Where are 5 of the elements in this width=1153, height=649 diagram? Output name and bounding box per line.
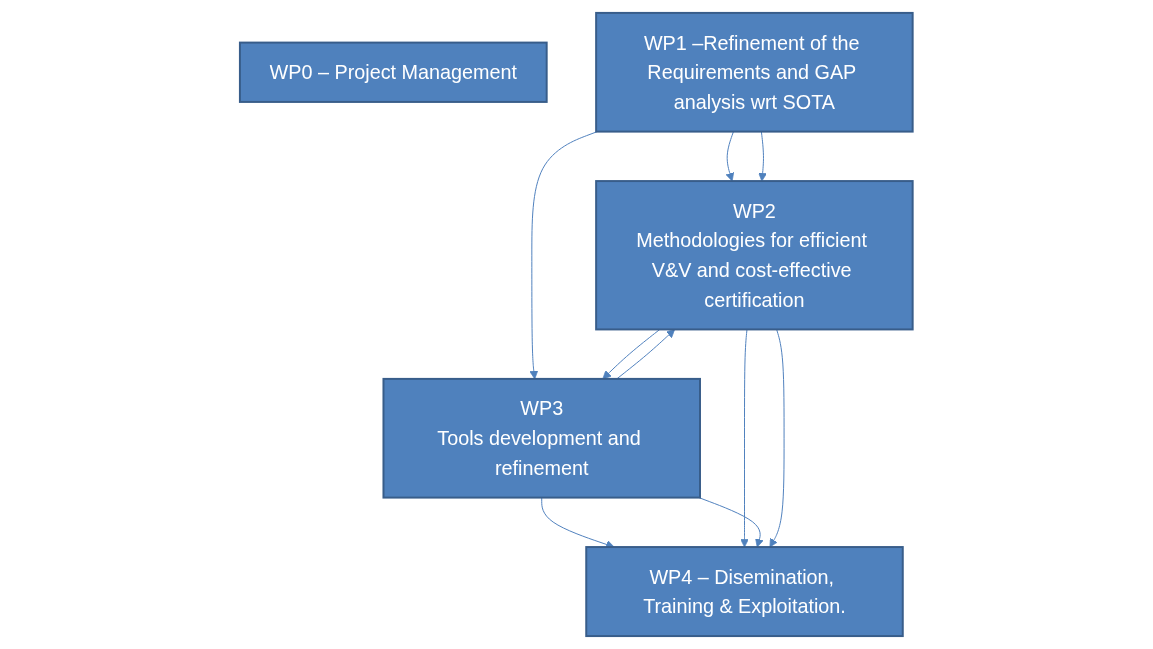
node-box: WP3 Tools development and refinement	[382, 377, 702, 499]
node-box: WP0 – Project Management	[239, 41, 548, 103]
node-box: WP1 –Refinement of the Requirements and GAP analysis wrt SOTA	[595, 11, 914, 133]
node-box: WP2 Methodologies for efficient V&V and cost-effective certification	[595, 180, 914, 331]
node-box: WP4 – Disemination, Training & Exploitation.	[585, 546, 904, 638]
